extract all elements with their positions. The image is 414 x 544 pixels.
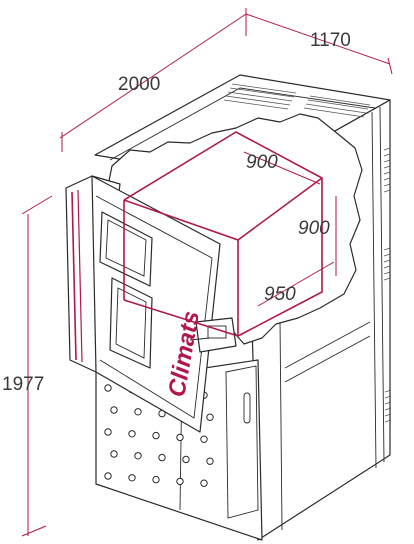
vent-hole: [176, 433, 184, 442]
label-chamber-height: 900: [298, 218, 330, 239]
door-stripe: [77, 189, 83, 363]
vent-hole: [176, 477, 184, 486]
vent-hole: [110, 406, 118, 414]
vent-hole: [206, 457, 214, 465]
dim-line-chamber-depth: [257, 261, 335, 307]
vent-hole: [152, 431, 160, 440]
dim-tick: [387, 57, 393, 75]
vent-hole: [134, 408, 142, 416]
side-seam: [379, 106, 385, 463]
side-rail: [284, 335, 371, 383]
vent-hole: [206, 413, 214, 421]
vent-hole: [104, 472, 112, 480]
side-vent-lower: [384, 389, 392, 423]
vent-hole: [158, 453, 166, 462]
chamber-edge: [123, 299, 239, 337]
dim-tick: [21, 525, 47, 537]
side-rail: [284, 321, 371, 369]
outer-dimensions: [21, 8, 393, 537]
vent-hole: [182, 455, 190, 464]
viewing-window-frame: [109, 277, 153, 369]
roof-vent-right: [303, 95, 371, 118]
side-seam: [279, 319, 283, 531]
access-panel: [225, 365, 259, 519]
access-panel-handle: [243, 392, 251, 424]
vent-hole: [134, 452, 142, 460]
label-chamber-depth: 950: [264, 284, 296, 305]
side-seam: [371, 111, 377, 469]
vent-hole: [152, 475, 160, 484]
vent-hole: [128, 430, 136, 438]
vent-hole: [110, 450, 118, 458]
control-screen[interactable]: [105, 219, 147, 277]
vent-hole: [200, 435, 208, 443]
vent-hole: [128, 474, 136, 482]
door-stripe: [71, 191, 77, 361]
label-chamber-width: 900: [246, 152, 278, 173]
roof-edge: [109, 87, 376, 161]
roof-vent-left: [223, 83, 297, 110]
chamber-volume: [123, 131, 337, 338]
dim-line-width: [245, 13, 391, 65]
side-vent-upper: [383, 147, 391, 193]
dim-tick: [21, 195, 53, 215]
viewing-window: [115, 287, 147, 359]
door-handle-bar: [189, 337, 211, 341]
vent-hole: [104, 384, 112, 392]
label-height: 1977: [2, 374, 44, 395]
side-vent-middle: [383, 247, 391, 281]
vent-hole: [104, 428, 112, 436]
dim-line-depth: [59, 13, 247, 139]
vent-hole: [200, 479, 208, 487]
label-width: 1170: [310, 30, 351, 51]
control-panel-frame: [99, 211, 153, 287]
dim-line-chamber-width: [243, 151, 321, 185]
label-depth: 2000: [118, 74, 160, 95]
chamber-edge: [237, 177, 323, 241]
